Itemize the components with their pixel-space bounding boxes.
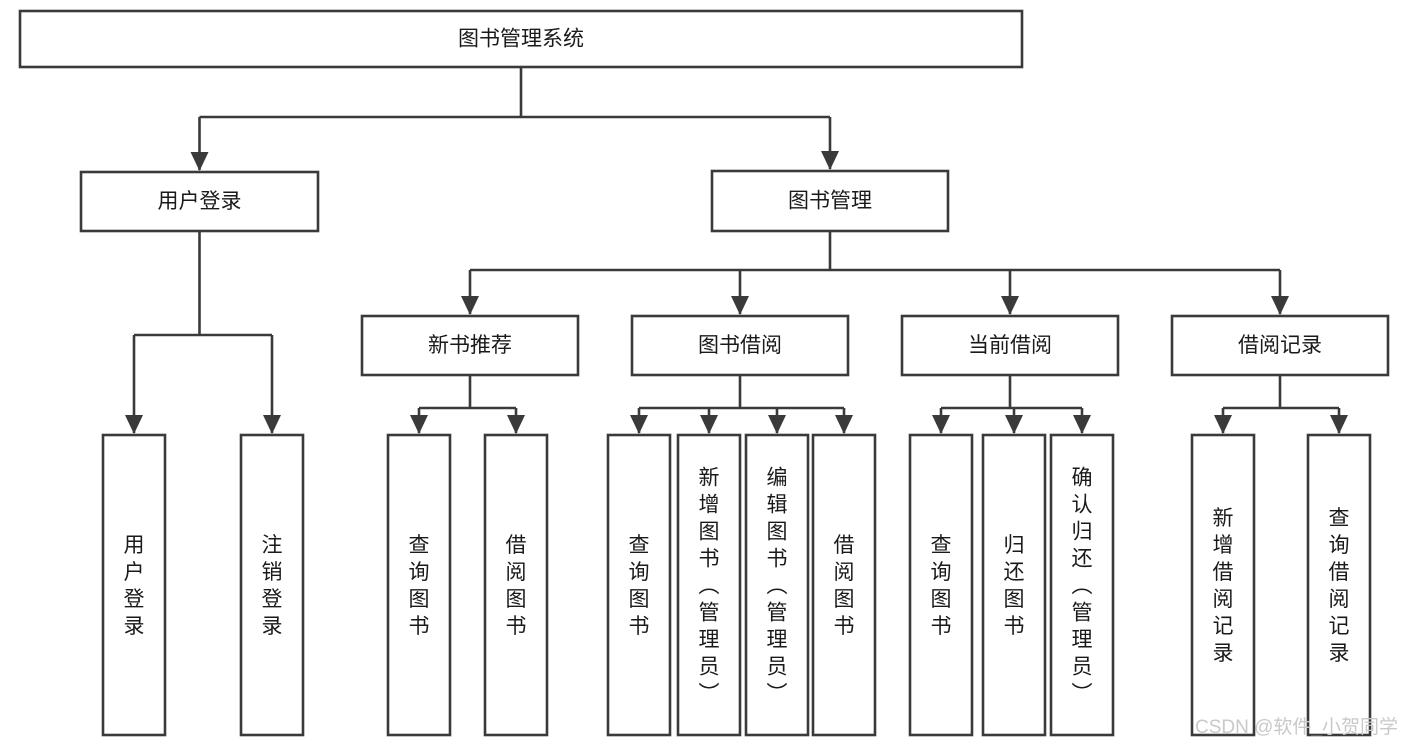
node-book-manage[interactable]: 图书管理 (710, 169, 950, 233)
node-leaf-query-book-borrow[interactable]: 查询图书 (606, 433, 672, 737)
node-box-leaf-return-book (981, 433, 1047, 737)
arrow-head-icon (835, 415, 853, 434)
node-label-leaf-logout: 注销登录 (262, 534, 283, 638)
arrow-head-icon (190, 152, 209, 171)
node-label-root: 图书管理系统 (458, 28, 584, 51)
node-label-leaf-borrow-book: 借阅图书 (834, 534, 855, 638)
node-leaf-logout[interactable]: 注销登录 (239, 433, 305, 737)
arrow-head-icon (1001, 296, 1019, 315)
node-box-leaf-add-book (676, 433, 742, 737)
node-box-leaf-user-login (101, 433, 167, 737)
arrow-head-icon (1214, 415, 1232, 434)
node-label-leaf-query-book-cur: 查询图书 (931, 534, 952, 638)
node-box-leaf-logout (239, 433, 305, 737)
arrow-head-icon (1330, 415, 1348, 434)
node-current-borrow[interactable]: 当前借阅 (900, 314, 1120, 377)
node-leaf-query-record[interactable]: 查询借阅记录 (1306, 433, 1372, 737)
node-box-new-book-recommend (360, 314, 580, 377)
node-box-borrow-record (1170, 314, 1390, 377)
node-label-leaf-user-login: 用户登录 (124, 534, 145, 638)
node-label-leaf-query-book-rec: 查询图书 (409, 534, 430, 638)
arrow-head-icon (700, 415, 718, 434)
arrow-head-icon (125, 415, 143, 434)
node-box-leaf-confirm-return (1049, 433, 1115, 737)
arrow-head-icon (410, 415, 428, 434)
arrow-head-icon (731, 296, 749, 315)
node-leaf-user-login[interactable]: 用户登录 (101, 433, 167, 737)
node-label-current-borrow: 当前借阅 (968, 334, 1052, 357)
node-label-leaf-borrow-book-rec: 借阅图书 (506, 534, 527, 638)
node-label-leaf-query-book-borrow: 查询图书 (629, 534, 650, 638)
node-box-user-login (79, 170, 320, 233)
node-borrow-record[interactable]: 借阅记录 (1170, 314, 1390, 377)
node-label-leaf-confirm-return: 确认归还︵管理员︶ (1072, 467, 1093, 706)
node-label-book-manage: 图书管理 (788, 190, 872, 213)
node-box-book-manage (710, 169, 950, 233)
arrow-head-icon (263, 415, 281, 434)
csdn-watermark: CSDN @软件_小贺同学 (1195, 716, 1398, 738)
arrow-head-icon (1271, 296, 1289, 315)
arrow-head-icon (1005, 415, 1023, 434)
node-leaf-edit-book[interactable]: 编辑图书︵管理员︶ (744, 433, 810, 737)
node-leaf-return-book[interactable]: 归还图书 (981, 433, 1047, 737)
node-box-root (18, 9, 1024, 69)
node-label-leaf-return-book: 归还图书 (1004, 534, 1025, 638)
arrow-head-icon (932, 415, 950, 434)
arrow-head-icon (768, 415, 786, 434)
node-layer: 图书管理系统用户登录图书管理新书推荐图书借阅当前借阅借阅记录用户登录注销登录查询… (18, 9, 1390, 737)
node-box-leaf-borrow-book (811, 433, 877, 737)
node-box-leaf-edit-book (744, 433, 810, 737)
node-leaf-add-book[interactable]: 新增图书︵管理员︶ (676, 433, 742, 737)
node-book-borrow[interactable]: 图书借阅 (630, 314, 850, 377)
node-new-book-recommend[interactable]: 新书推荐 (360, 314, 580, 377)
node-box-leaf-add-record (1190, 433, 1256, 737)
node-leaf-add-record[interactable]: 新增借阅记录 (1190, 433, 1256, 737)
node-label-borrow-record: 借阅记录 (1238, 334, 1322, 357)
node-label-leaf-query-record: 查询借阅记录 (1329, 507, 1350, 665)
node-box-leaf-query-book-rec (386, 433, 452, 737)
node-label-new-book-recommend: 新书推荐 (428, 334, 512, 357)
arrow-head-icon (1073, 415, 1091, 434)
node-leaf-borrow-book[interactable]: 借阅图书 (811, 433, 877, 737)
node-box-leaf-query-record (1306, 433, 1372, 737)
arrow-head-icon (461, 296, 479, 315)
node-label-user-login: 用户登录 (158, 190, 242, 213)
node-box-leaf-borrow-book-rec (483, 433, 549, 737)
node-leaf-confirm-return[interactable]: 确认归还︵管理员︶ (1049, 433, 1115, 737)
node-leaf-query-book-cur[interactable]: 查询图书 (908, 433, 974, 737)
connector-layer (125, 67, 1348, 434)
node-box-leaf-query-book-cur (908, 433, 974, 737)
node-box-current-borrow (900, 314, 1120, 377)
node-leaf-query-book-rec[interactable]: 查询图书 (386, 433, 452, 737)
node-box-book-borrow (630, 314, 850, 377)
node-label-leaf-edit-book: 编辑图书︵管理员︶ (767, 467, 788, 706)
node-label-book-borrow: 图书借阅 (698, 334, 782, 357)
arrow-head-icon (507, 415, 525, 434)
node-label-leaf-add-record: 新增借阅记录 (1213, 507, 1234, 665)
arrow-head-icon (821, 151, 839, 170)
node-box-leaf-query-book-borrow (606, 433, 672, 737)
arrow-head-icon (630, 415, 648, 434)
node-user-login[interactable]: 用户登录 (79, 170, 320, 233)
node-leaf-borrow-book-rec[interactable]: 借阅图书 (483, 433, 549, 737)
node-label-leaf-add-book: 新增图书︵管理员︶ (699, 467, 720, 706)
node-root[interactable]: 图书管理系统 (18, 9, 1024, 69)
